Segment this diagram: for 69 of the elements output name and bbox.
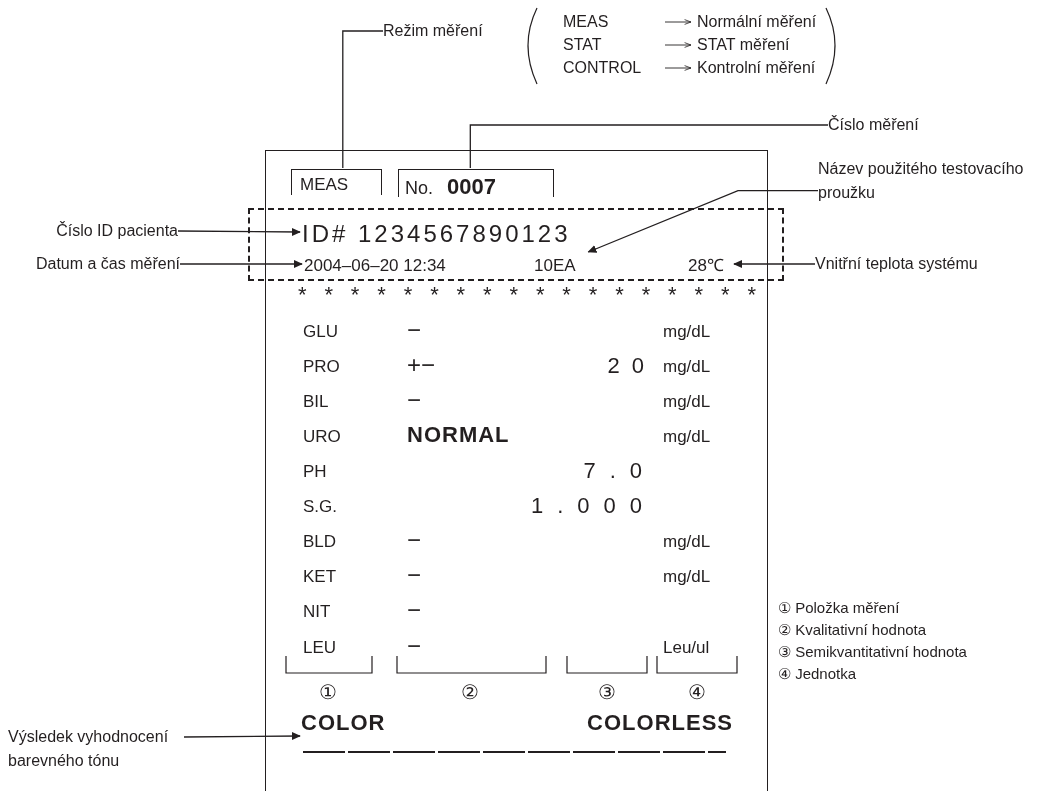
measurement-number: 0007: [447, 174, 496, 200]
unit: mg/dL: [663, 566, 711, 588]
unit: mg/dL: [663, 321, 711, 343]
footnote: ④ Jednotka: [778, 664, 857, 684]
footnote: ② Kvalitativní hodnota: [778, 620, 927, 640]
qualitative-value: −: [407, 564, 421, 586]
qualitative-value: +−: [407, 354, 436, 376]
semi-quantitative-value: 1.000: [529, 495, 656, 517]
mode-description: STAT měření: [697, 35, 790, 55]
color-result: COLORLESS: [587, 709, 733, 737]
mode-description: Kontrolní měření: [697, 58, 816, 78]
test-code: BLD: [303, 531, 337, 553]
arrow: [179, 259, 303, 269]
mode-code: CONTROL: [563, 58, 642, 78]
strip-name: 10EA: [534, 254, 592, 278]
column-number: ④: [688, 681, 706, 703]
test-code: PRO: [303, 356, 340, 378]
arrow: [733, 259, 816, 269]
date-time: 2004–06–20 12:34: [304, 254, 514, 278]
qualitative-value: −: [407, 529, 421, 551]
arrow: [183, 732, 301, 741]
test-code: BIL: [303, 391, 329, 413]
column-number: ②: [461, 681, 479, 703]
semi-quantitative-value: 20: [606, 355, 656, 377]
qualitative-value: NORMAL: [407, 424, 510, 446]
number-prefix: No.: [405, 178, 433, 199]
test-code: URO: [303, 426, 341, 448]
number-field: [398, 169, 554, 197]
qualitative-value: −: [407, 599, 421, 621]
leader-line: [469, 124, 829, 169]
column-number: ①: [319, 681, 337, 703]
asterisk-rule: * * * * * * * * * * * * * * * * * *: [298, 284, 756, 306]
qualitative-value: −: [407, 319, 421, 341]
patient-id: ID# 1234567890123: [302, 220, 732, 248]
unit: Leu/ul: [663, 637, 710, 659]
test-code: GLU: [303, 321, 338, 343]
callout-text: Režim měření: [383, 19, 518, 43]
test-code: S.G.: [303, 496, 337, 518]
semi-quantitative-value: 7.0: [582, 460, 656, 482]
mode-field: MEAS: [291, 169, 382, 195]
leader-line: [342, 30, 384, 169]
test-code: NIT: [303, 601, 331, 623]
arrow: [177, 227, 301, 236]
arrow: [587, 189, 819, 253]
test-code: KET: [303, 566, 337, 588]
unit: mg/dL: [663, 356, 711, 378]
test-code: PH: [303, 461, 327, 483]
callout-text: Vnitřní teplota systému: [815, 252, 1055, 276]
unit: mg/dL: [663, 391, 711, 413]
unit: mg/dL: [663, 531, 711, 553]
qualitative-value: −: [407, 389, 421, 411]
mode-code: MEAS: [563, 12, 609, 32]
qualitative-value: −: [407, 635, 421, 657]
callout-text: Číslo měření: [828, 113, 948, 137]
footnote: ③ Semikvantitativní hodnota: [778, 642, 967, 662]
test-code: LEU: [303, 637, 337, 659]
dashed-frame: [248, 208, 784, 281]
temperature: 28℃: [688, 254, 736, 278]
callout-text: Datum a čas měření: [8, 252, 180, 276]
printout-paper: [265, 150, 768, 791]
callout-text: Název použitého testovacího proužku: [818, 157, 1038, 205]
mode-code: STAT: [563, 35, 602, 55]
color-label: COLOR: [301, 709, 386, 737]
mode-description: Normální měření: [697, 12, 817, 32]
callout-text: Číslo ID pacienta: [20, 219, 178, 243]
column-number: ③: [598, 681, 616, 703]
unit: mg/dL: [663, 426, 711, 448]
callout-text: Výsledek vyhodnocení barevného tónu: [8, 725, 184, 773]
footnote: ① Položka měření: [778, 598, 900, 618]
